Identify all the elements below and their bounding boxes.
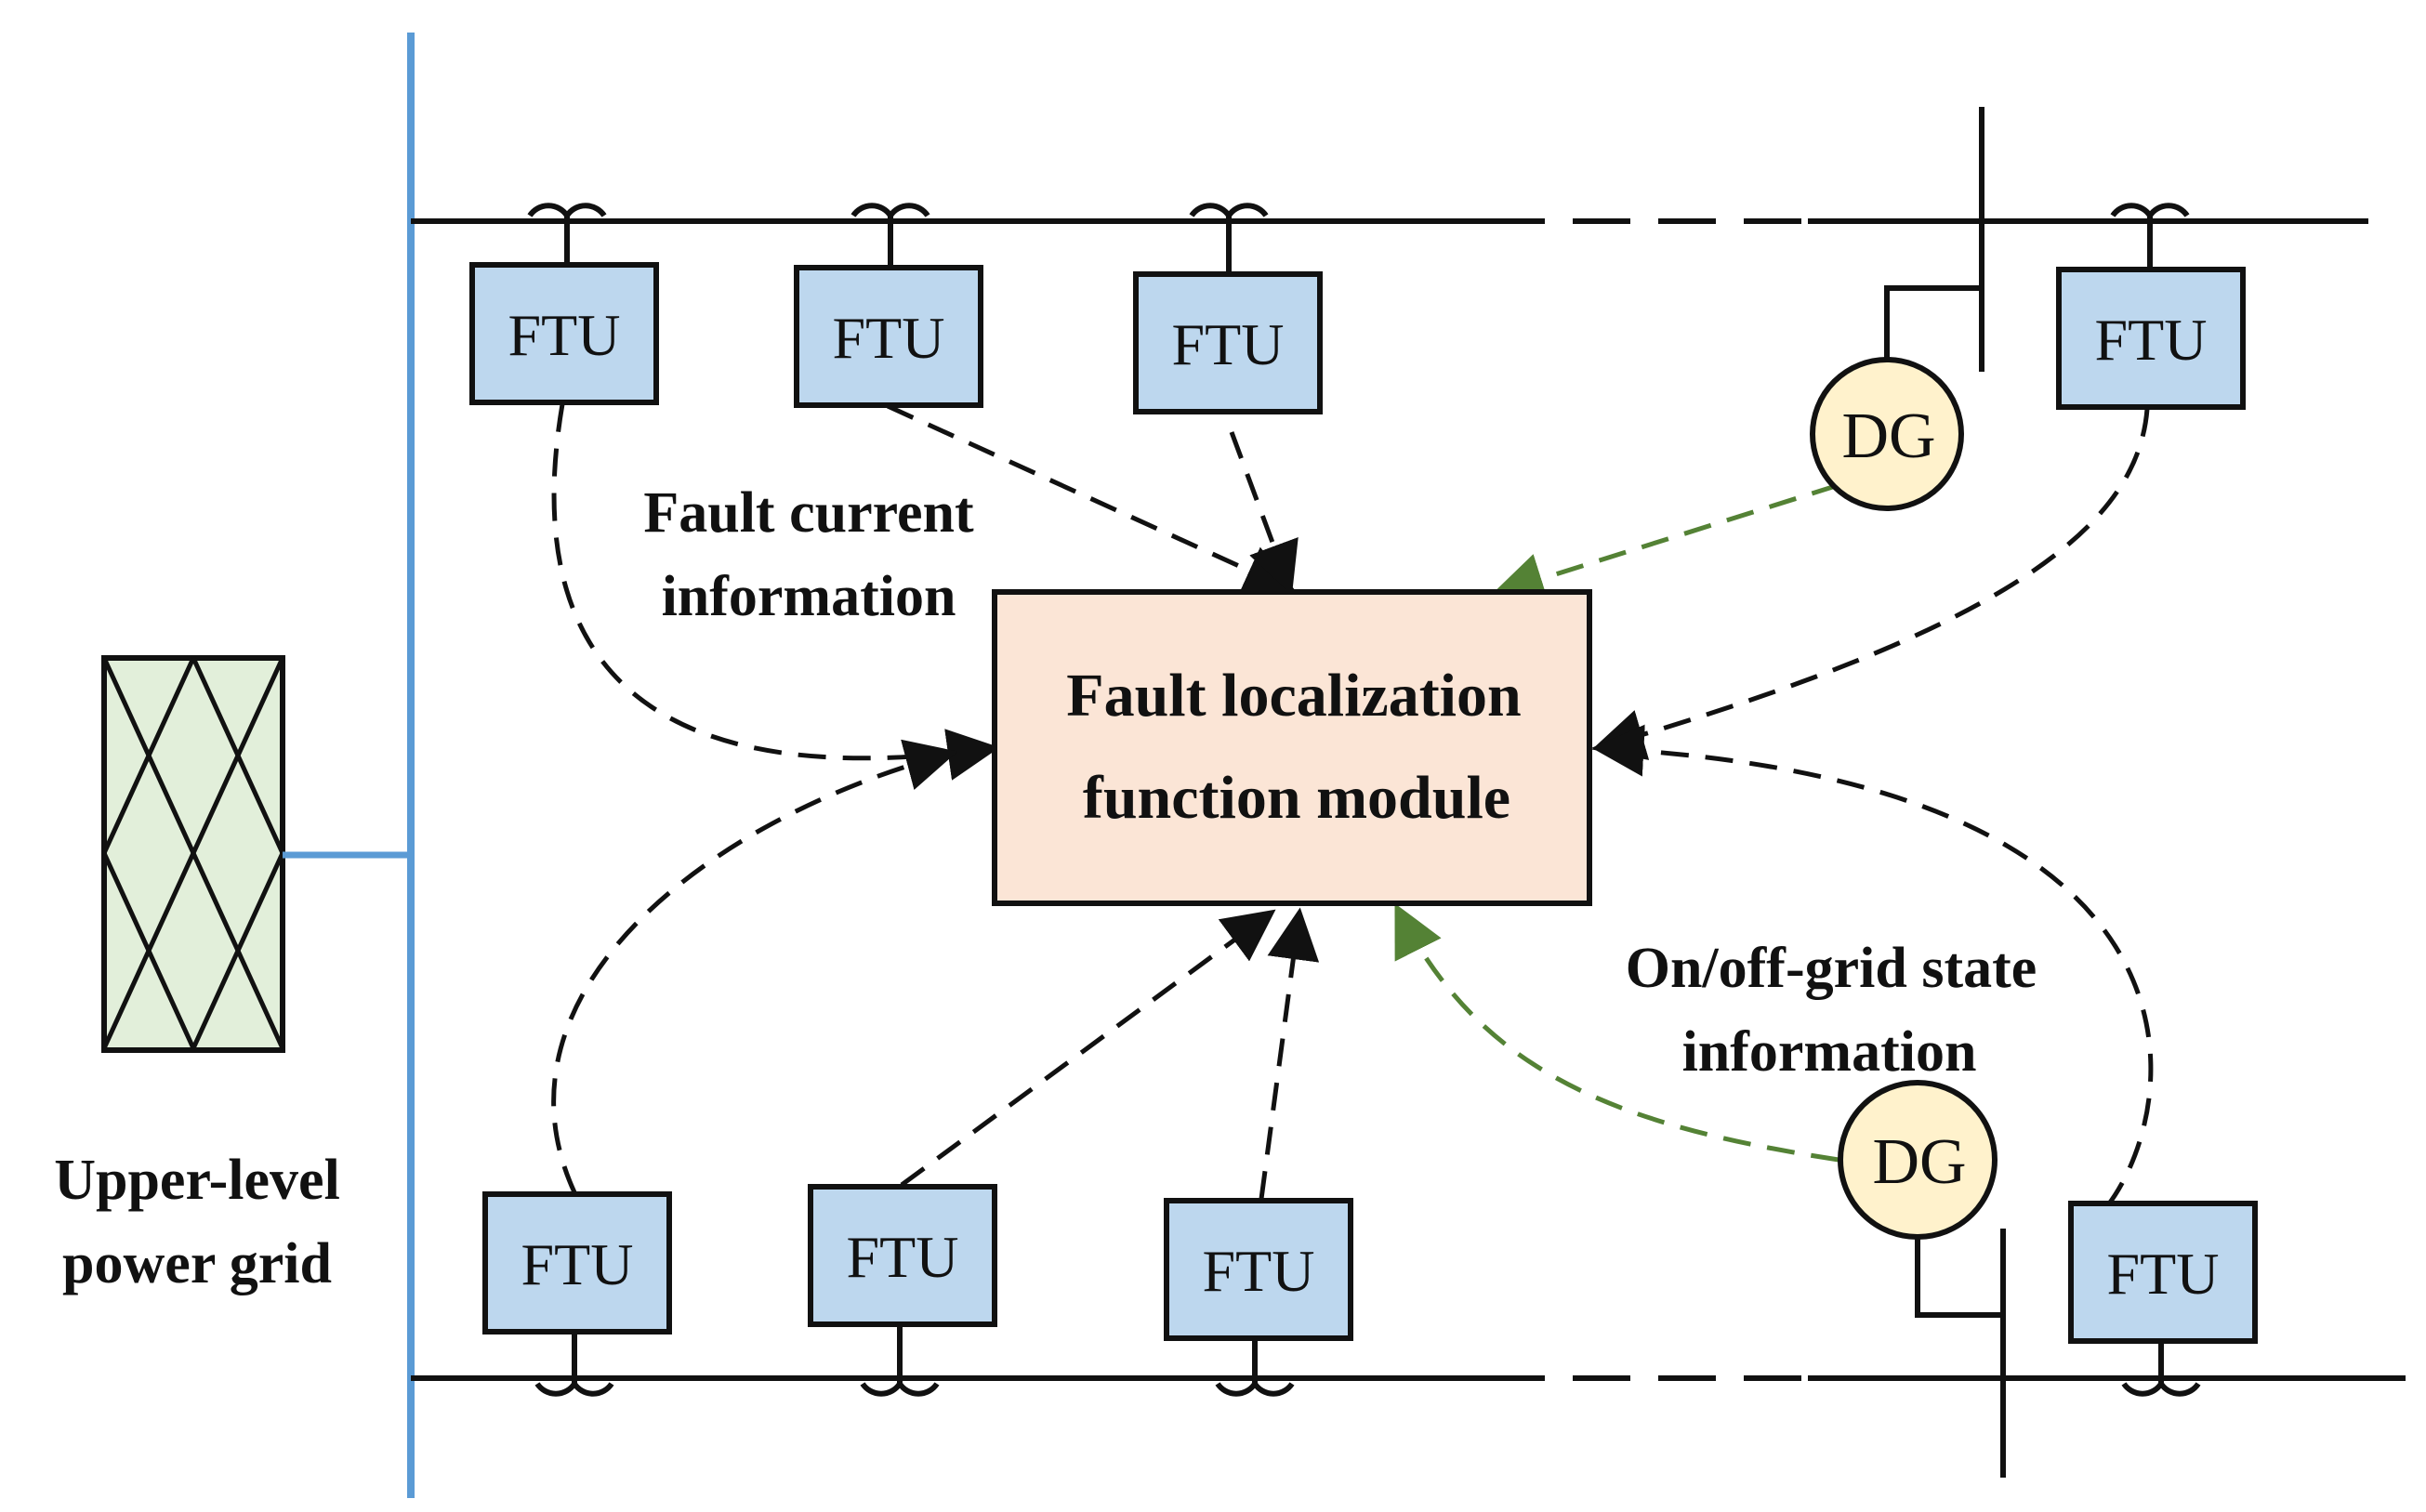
state-annotation: On/off-grid state information bbox=[1626, 937, 2037, 1084]
ftu-box bbox=[794, 265, 983, 408]
ftu-label: FTU bbox=[833, 305, 945, 371]
fault-localization-module: Fault localization function module bbox=[992, 589, 1592, 906]
fault-current-annotation: Fault current information bbox=[643, 481, 974, 628]
ftu-box bbox=[808, 1184, 997, 1327]
current-transformer-icon bbox=[534, 1334, 614, 1397]
current-transformer-icon bbox=[860, 1324, 940, 1397]
ftu-label: FTU bbox=[2107, 1241, 2220, 1307]
ftu-box bbox=[1164, 1198, 1353, 1341]
annotation-fault-current-line1: Fault current bbox=[643, 481, 974, 545]
ftu-top-1: FTU bbox=[469, 262, 659, 405]
ftu-bottom-3: FTU bbox=[1164, 1198, 1353, 1341]
info-arrow-ftu-bottom-1 bbox=[551, 739, 958, 1194]
ftu-label: FTU bbox=[1203, 1238, 1315, 1304]
info-arrow-ftu-top-3 bbox=[1229, 431, 1299, 596]
top-ftu-group: FTU FTU FTU FTU bbox=[469, 262, 2246, 414]
ftu-bottom-1: FTU bbox=[482, 1191, 672, 1335]
annotation-state-line2: information bbox=[1682, 1020, 1977, 1084]
ftu-top-3: FTU bbox=[1133, 271, 1323, 414]
grid-source-hatch bbox=[101, 656, 152, 1050]
ftu-bottom-4: FTU bbox=[2068, 1201, 2258, 1344]
state-arrow-dg-bottom bbox=[1394, 902, 1839, 1163]
ftu-box bbox=[469, 262, 659, 405]
info-arrow-ftu-bottom-3 bbox=[1259, 907, 1320, 1200]
module-title-line1: Fault localization bbox=[1066, 662, 1521, 730]
current-transformer-icon bbox=[2110, 203, 2190, 270]
ftu-label: FTU bbox=[2095, 307, 2208, 373]
ftu-box bbox=[1133, 271, 1323, 414]
ftu-top-2: FTU bbox=[794, 265, 983, 408]
dg-label: DG bbox=[1841, 401, 1935, 472]
bottom-dg-connection bbox=[1915, 1229, 2006, 1478]
current-transformer-icon bbox=[527, 203, 607, 265]
current-transformer-icon bbox=[2121, 1341, 2201, 1397]
info-arrow-ftu-top-1 bbox=[551, 403, 1000, 781]
grid-label-line1: Upper-level bbox=[54, 1149, 340, 1212]
fault-current-arrows bbox=[551, 403, 2154, 1208]
top-dg-connection bbox=[1884, 107, 1984, 372]
upper-level-power-grid: Upper-level power grid bbox=[54, 655, 411, 1295]
state-arrows bbox=[1394, 482, 1839, 1163]
module-title-line2: function module bbox=[1083, 764, 1510, 832]
top-current-transformers bbox=[527, 203, 2190, 274]
dg-circle bbox=[1810, 357, 1964, 511]
grid-label-line2: power grid bbox=[62, 1232, 332, 1295]
ftu-box bbox=[2056, 267, 2246, 410]
grid-source-hatch bbox=[191, 656, 241, 1050]
info-arrow-ftu-top-4 bbox=[1591, 408, 2150, 760]
dg-feeder-link bbox=[1915, 1236, 2003, 1318]
dg-label: DG bbox=[1872, 1126, 1966, 1198]
ftu-box bbox=[482, 1191, 672, 1335]
ftu-label: FTU bbox=[1172, 311, 1285, 377]
current-transformer-icon bbox=[1189, 203, 1269, 274]
ftu-label: FTU bbox=[521, 1231, 634, 1297]
current-transformer-icon bbox=[1215, 1338, 1295, 1397]
current-transformer-icon bbox=[850, 203, 930, 268]
annotation-fault-current-line2: information bbox=[662, 565, 956, 628]
ftu-label: FTU bbox=[508, 302, 621, 368]
ftu-label: FTU bbox=[847, 1224, 959, 1290]
ftu-top-4: FTU bbox=[2056, 267, 2246, 410]
annotation-state-line1: On/off-grid state bbox=[1626, 937, 2037, 1000]
dg-bottom: DG bbox=[1838, 1080, 1997, 1240]
dg-circle bbox=[1838, 1080, 1997, 1240]
ftu-box bbox=[2068, 1201, 2258, 1344]
state-arrow-dg-top bbox=[1491, 482, 1839, 604]
info-arrow-ftu-bottom-2 bbox=[900, 909, 1276, 1188]
dg-feeder-link bbox=[1884, 285, 1982, 358]
bottom-current-transformers bbox=[534, 1324, 2201, 1397]
bottom-ftu-group: FTU FTU FTU FTU bbox=[482, 1184, 2258, 1344]
dg-top: DG bbox=[1810, 357, 1964, 511]
info-arrow-ftu-bottom-4 bbox=[1591, 724, 2154, 1208]
module-box bbox=[992, 589, 1592, 906]
info-arrow-ftu-top-2 bbox=[886, 403, 1298, 595]
ftu-bottom-2: FTU bbox=[808, 1184, 997, 1327]
